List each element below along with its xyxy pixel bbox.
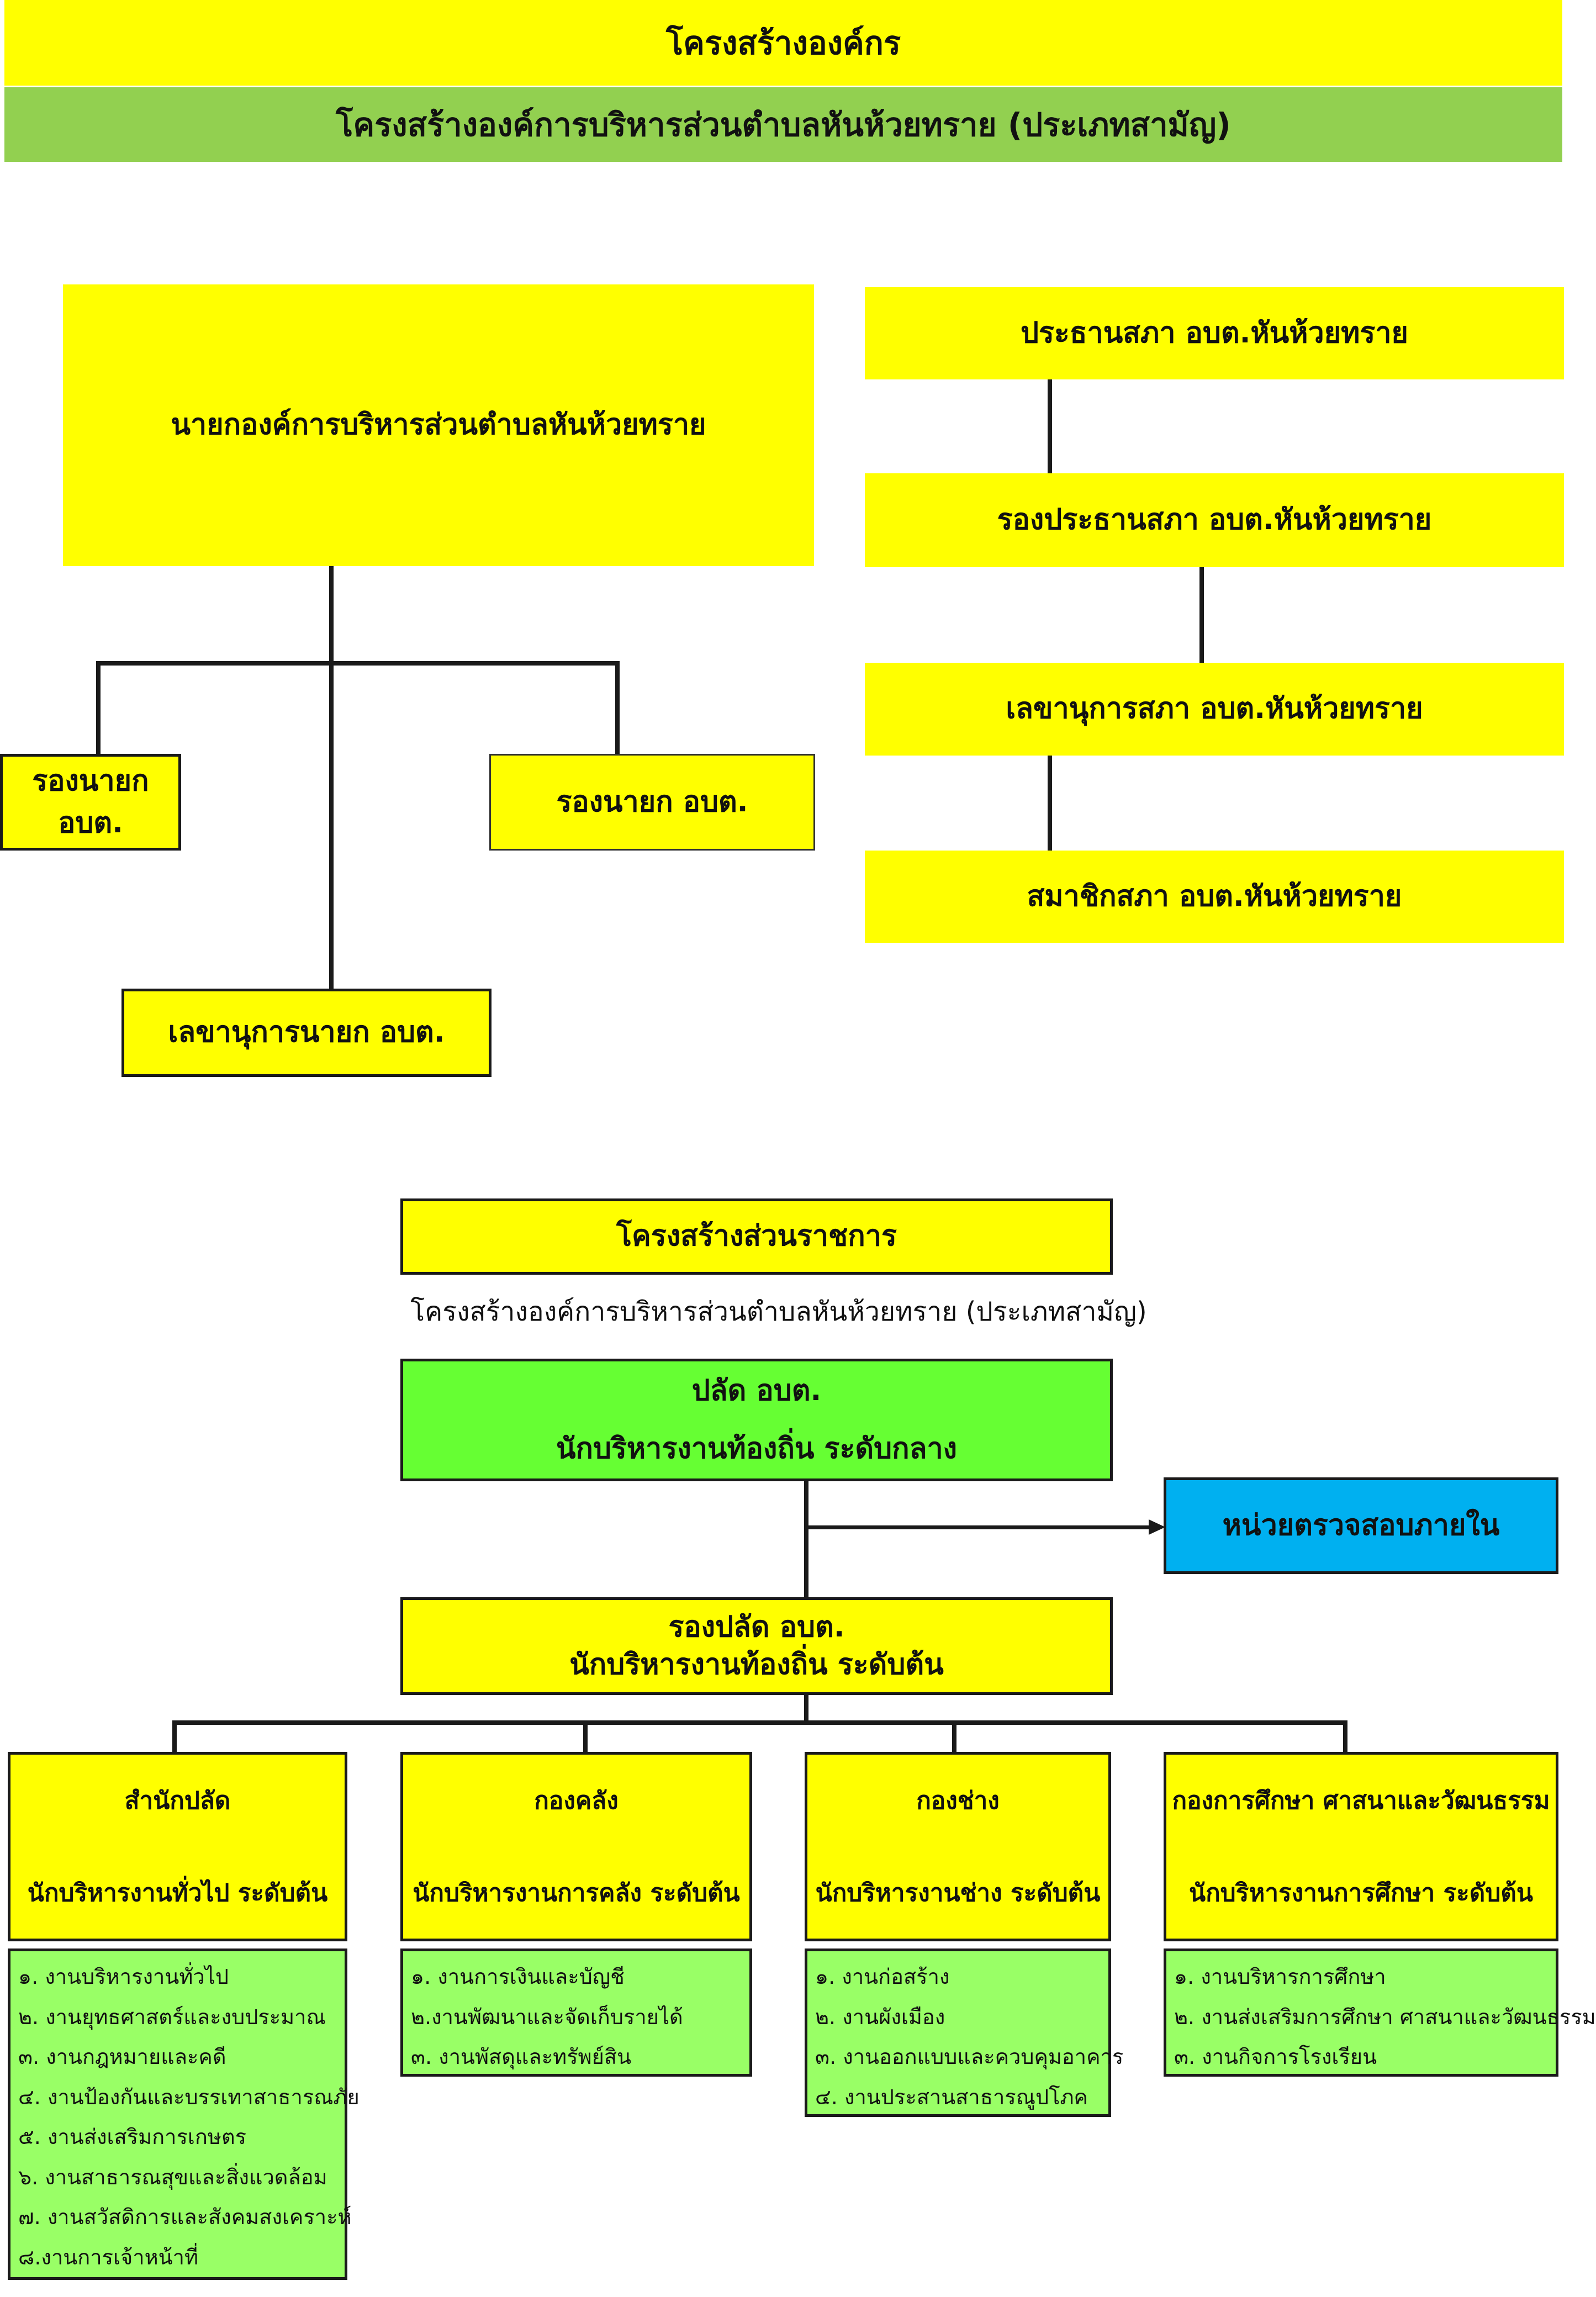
page-title-band: โครงสร้างองค์กร [4,0,1562,86]
department-head: นักบริหารงานการศึกษา ระดับต้น [1189,1878,1533,1907]
department-box-office-of-clerk: สำนักปลัด นักบริหารงานทั่วไป ระดับต้น [8,1752,347,1941]
page-subtitle-band: โครงสร้างองค์การบริหารส่วนตำบลหันห้วยทรา… [4,87,1562,162]
department-3-drop [952,1720,956,1755]
deputy-mayor-right-box: รองนายก อบต. [489,754,815,851]
department-4-drop [1343,1720,1347,1755]
council-vice-chair-label: รองประธานสภา อบต.หันห้วยทราย [997,503,1432,537]
deputy-mayor-right-label: รองนายก อบต. [556,785,748,819]
list-item: ๘.งานการเจ้าหน้าที่ [18,2245,199,2269]
audit-arrowhead [1149,1519,1165,1535]
list-item: ๖. งานสาธารณสุขและสิ่งแวดล้อม [18,2164,327,2189]
council-secretary-label: เลขานุการสภา อบต.หันห้วยทราย [1006,692,1423,726]
department-2-drop [583,1720,588,1755]
deputy-mayor-left-box: รองนายก อบต. [0,754,181,851]
mayor-box: นายกองค์การบริหารส่วนตำบลหันห้วยทราย [63,284,814,566]
council-members-label: สมาชิกสภา อบต.หันห้วยทราย [1027,879,1402,913]
task-list-engineering: ๑. งานก่อสร้าง ๒. งานผังเมือง ๓. งานออกแ… [805,1949,1124,2117]
list-item: ๑. งานการเงินและบัญชี [411,1965,625,1989]
audit-connector-line [806,1525,1149,1529]
department-branch-line [172,1720,1347,1725]
list-item: ๒. งานยุทธศาสตร์และงบประมาณ [18,2004,326,2029]
list-item: ๓. งานกิจการโรงเรียน [1174,2045,1377,2069]
clerk-trunk-line [804,1481,808,1600]
department-box-education: กองการศึกษา ศาสนาและวัฒนธรรม นักบริหารงา… [1164,1752,1558,1941]
list-item: ๒. งานผังเมือง [815,2004,945,2029]
mayor-label: นายกองค์การบริหารส่วนตำบลหันห้วยทราย [171,408,706,442]
council-line-3 [1048,756,1052,854]
department-name: กองการศึกษา ศาสนาและวัฒนธรรม [1172,1787,1550,1815]
task-list-finance: ๑. งานการเงินและบัญชี ๒.งานพัฒนาและจัดเก… [400,1949,752,2077]
government-subtitle: โครงสร้างองค์การบริหารส่วนตำบลหันห้วยทรา… [410,1296,1147,1327]
list-item: ๒. งานส่งเสริมการศึกษา ศาสนาและวัฒนธรรม [1174,2004,1596,2029]
task-list-office-of-clerk: ๑. งานบริหารงานทั่วไป ๒. งานยุทธศาสตร์แล… [8,1949,360,2280]
clerk-level: นักบริหารงานท้องถิ่น ระดับกลาง [556,1432,958,1465]
council-vice-chair-box: รองประธานสภา อบต.หันห้วยทราย [865,473,1564,567]
department-head: นักบริหารงานช่าง ระดับต้น [815,1878,1101,1907]
department-box-engineering: กองช่าง นักบริหารงานช่าง ระดับต้น [805,1752,1111,1941]
deputy-right-drop [615,661,620,756]
government-subtitle-row: โครงสร้างองค์การบริหารส่วนตำบลหันห้วยทรา… [309,1287,1248,1337]
list-item: ๕. งานส่งเสริมการเกษตร [18,2125,247,2149]
list-item: ๗. งานสวัสดิการและสังคมสงเคราะห์ [18,2205,352,2229]
list-item: ๓. งานพัสดุและทรัพย์สิน [411,2045,632,2069]
department-box-finance: กองคลัง นักบริหารงานการคลัง ระดับต้น [400,1752,752,1941]
department-head: นักบริหารงานทั่วไป ระดับต้น [27,1878,328,1907]
deputy-clerk-trunk-line [804,1695,808,1723]
council-line-1 [1048,379,1052,478]
council-secretary-box: เลขานุการสภา อบต.หันห้วยทราย [865,663,1564,756]
department-name: กองคลัง [534,1787,619,1815]
deputy-mayor-left-label: รองนายก อบต. [32,764,149,839]
deputy-branch-line [96,661,620,666]
internal-audit-box: หน่วยตรวจสอบภายใน [1164,1477,1558,1574]
council-members-box: สมาชิกสภา อบต.หันห้วยทราย [865,851,1564,943]
mayor-trunk-line [329,566,334,991]
deputy-clerk-level: นักบริหารงานท้องถิ่น ระดับต้น [569,1647,944,1681]
list-item: ๓. งานกฎหมายและคดี [18,2045,226,2069]
mayor-secretary-label: เลขานุการนายก อบต. [168,1016,445,1049]
government-title-box: โครงสร้างส่วนราชการ [400,1198,1113,1275]
deputy-clerk-title: รองปลัด อบต. [668,1610,845,1644]
mayor-secretary-box: เลขานุการนายก อบต. [121,989,492,1077]
clerk-title: ปลัด อบต. [691,1374,822,1407]
list-item: ๒.งานพัฒนาและจัดเก็บรายได้ [411,2004,683,2029]
page-subtitle: โครงสร้างองค์การบริหารส่วนตำบลหันห้วยทรา… [336,106,1231,144]
deputy-clerk-box: รองปลัด อบต. นักบริหารงานท้องถิ่น ระดับต… [400,1597,1113,1695]
government-title: โครงสร้างส่วนราชการ [616,1219,897,1253]
list-item: ๑. งานก่อสร้าง [815,1965,950,1989]
list-item: ๑. งานบริหารงานทั่วไป [18,1965,229,1989]
list-item: ๔. งานป้องกันและบรรเทาสาธารณภัย [18,2084,360,2109]
list-item: ๑. งานบริหารการศึกษา [1174,1965,1386,1989]
deputy-left-drop [96,661,101,756]
internal-audit-label: หน่วยตรวจสอบภายใน [1222,1508,1500,1542]
page-title: โครงสร้างองค์กร [665,24,901,62]
council-chair-label: ประธานสภา อบต.หันห้วยทราย [1020,316,1409,350]
council-line-2 [1199,567,1204,666]
list-item: ๔. งานประสานสาธารณูปโภค [815,2084,1088,2109]
list-item: ๓. งานออกแบบและควบคุมอาคาร [815,2045,1124,2069]
department-name: สำนักปลัด [124,1787,231,1815]
task-list-education: ๑. งานบริหารการศึกษา ๒. งานส่งเสริมการศึ… [1164,1949,1596,2077]
clerk-box: ปลัด อบต. นักบริหารงานท้องถิ่น ระดับกลาง [400,1359,1113,1481]
department-name: กองช่าง [916,1787,1000,1815]
council-chair-box: ประธานสภา อบต.หันห้วยทราย [865,287,1564,379]
department-1-drop [172,1720,177,1755]
department-head: นักบริหารงานการคลัง ระดับต้น [413,1878,740,1907]
